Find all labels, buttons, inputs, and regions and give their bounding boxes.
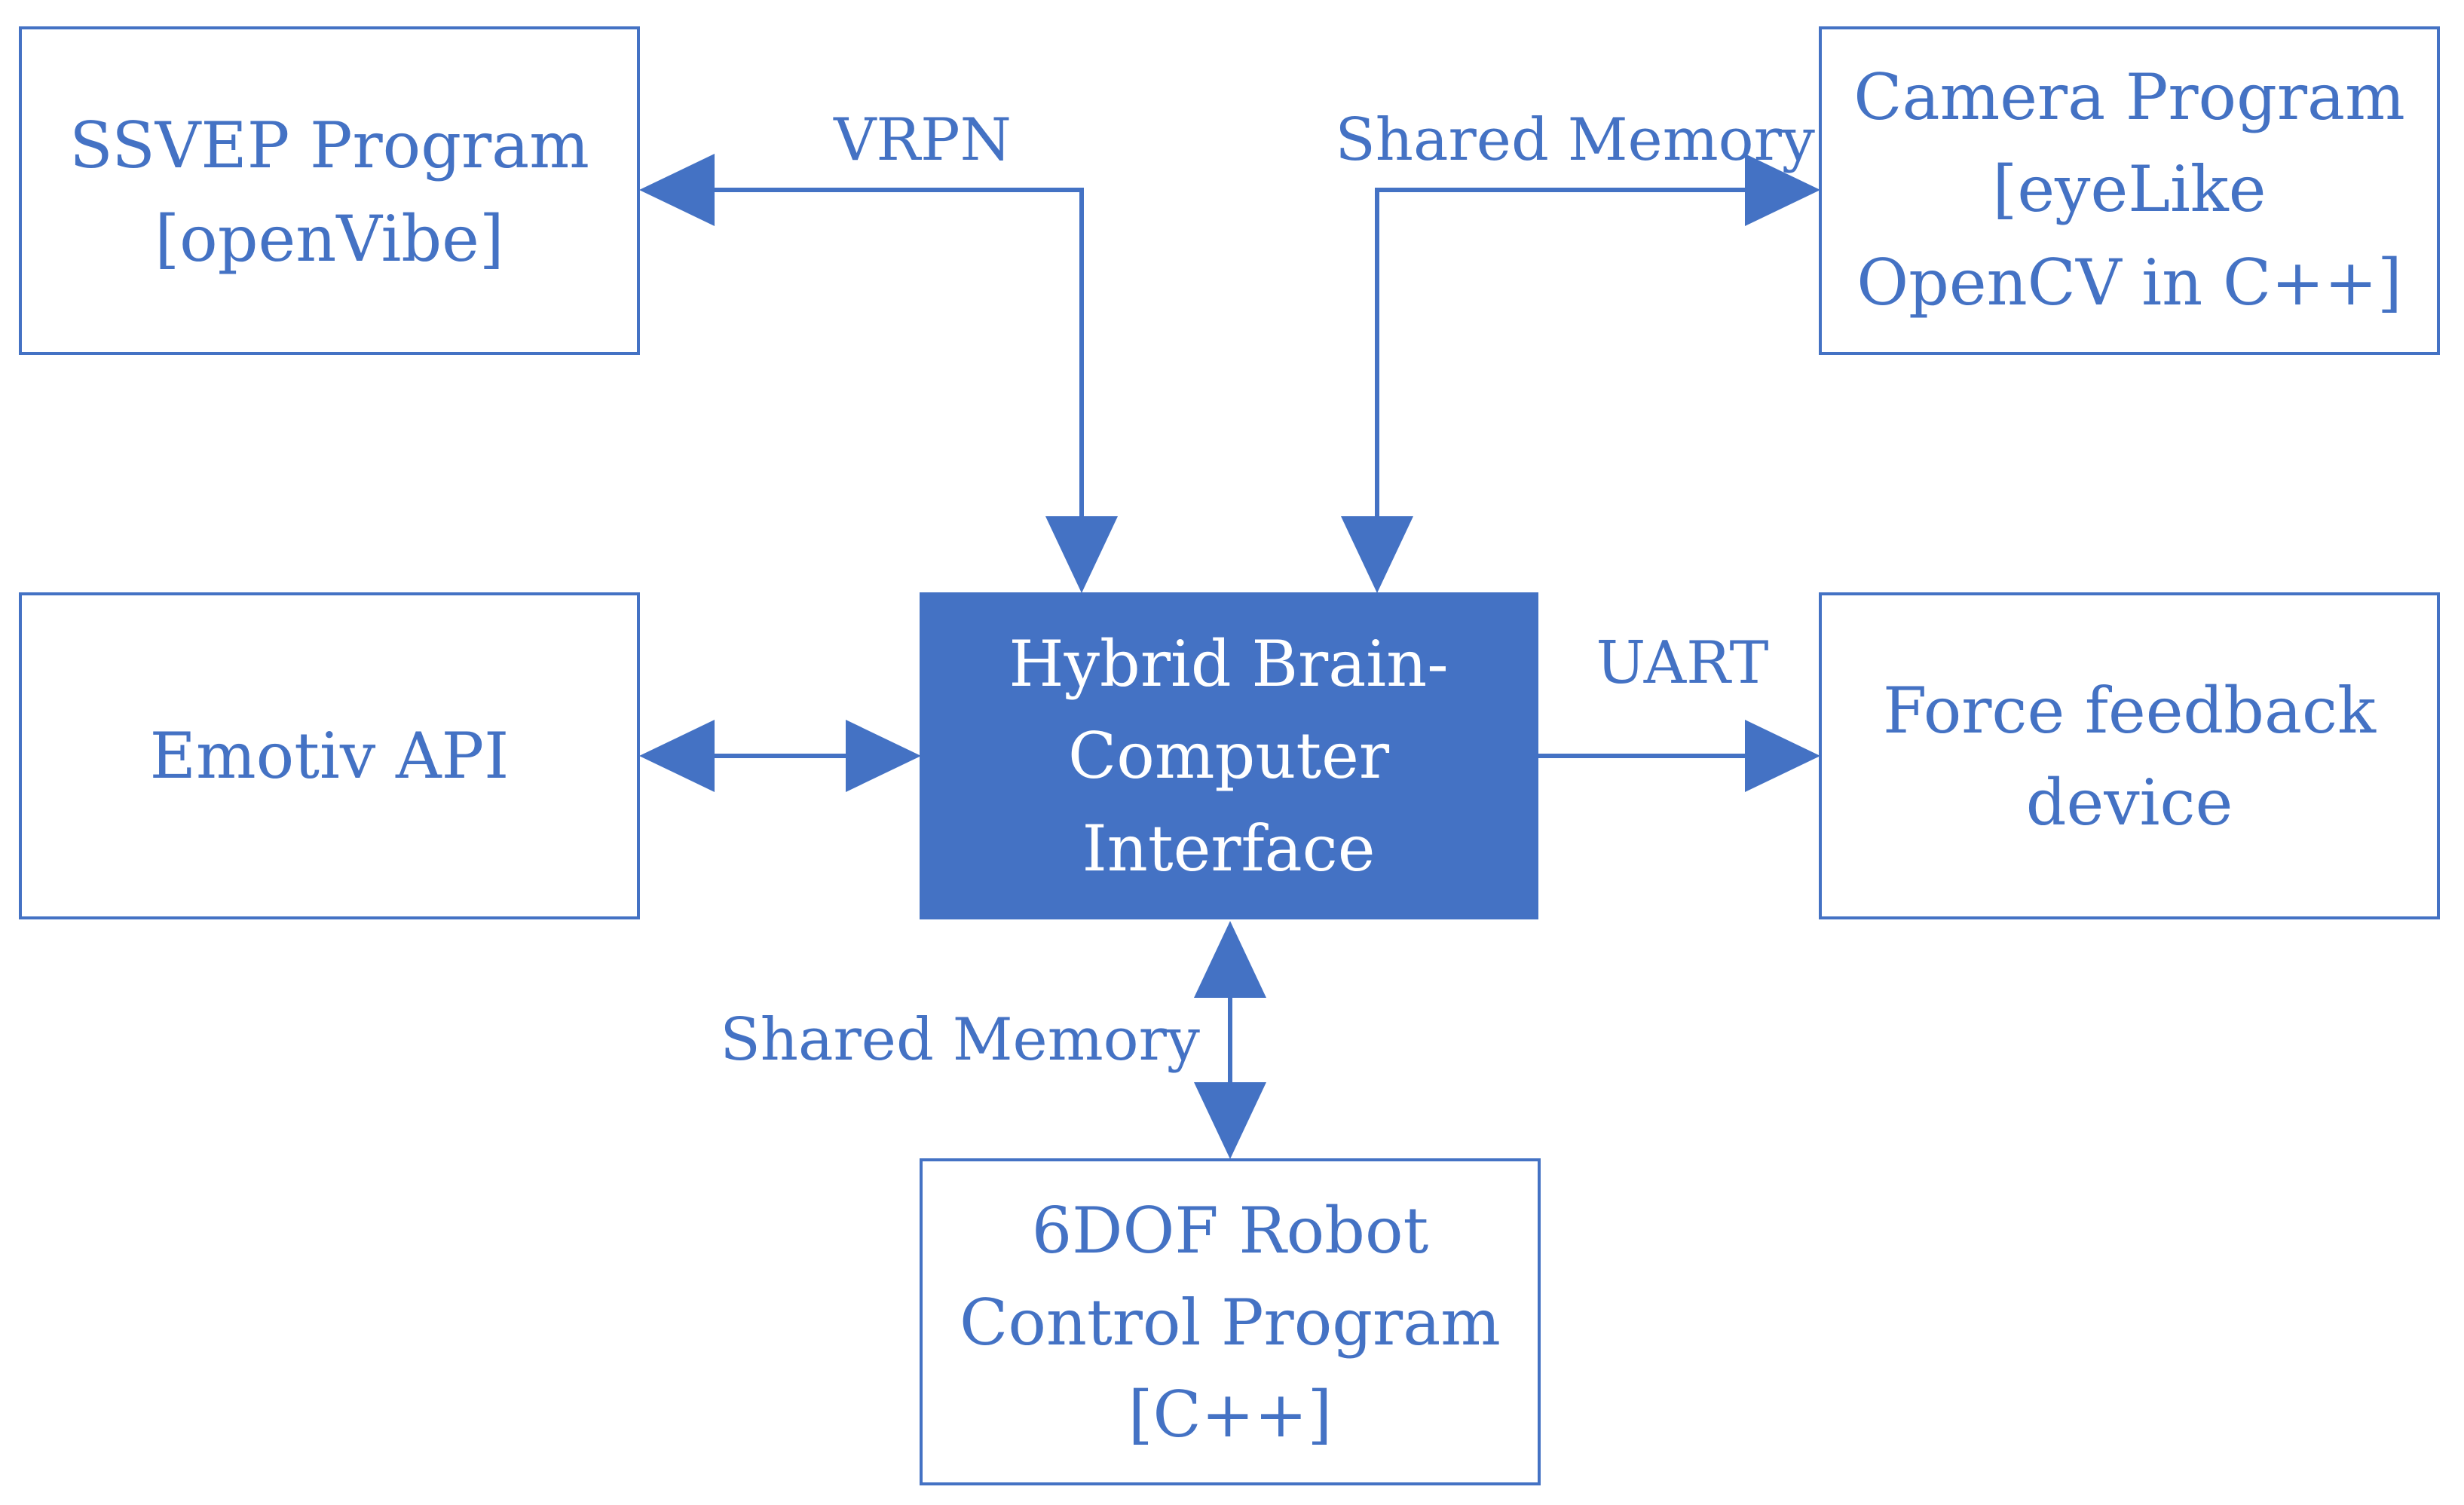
emotiv-label: Emotiv API [150,719,510,793]
ssvep-label-line2: [openVibe] [155,202,504,276]
camera-arrowhead-right [1745,154,1820,226]
camera-label-line2: [eyeLike [1993,152,2267,226]
robot-arrowhead-up [1194,921,1266,998]
vrpn-edge-label: VRPN [833,106,1012,174]
vrpn-arrowhead-down [1045,516,1118,593]
robot-shared-memory-edge-label: Shared Memory [720,1006,1200,1074]
camera-label-line3: OpenCV in C++] [1856,246,2402,320]
force-label-line1: Force feedback [1883,674,2377,748]
hybrid-label-line2: Computer [1068,719,1390,793]
emotiv-arrowhead-left [639,720,715,792]
uart-edge-label: UART [1596,629,1768,697]
robot-label-line2: Control Program [960,1286,1501,1360]
camera-arrowhead-down [1341,516,1413,593]
emotiv-arrowhead-right [846,720,921,792]
camera-shared-memory-edge-label: Shared Memory [1335,106,1815,174]
force-label-line2: device [2026,766,2233,840]
camera-program-box [1819,26,2440,355]
robot-arrowhead-down [1194,1082,1266,1159]
hybrid-label-line1: Hybrid Brain- [1009,627,1448,701]
emotiv-api-box [19,592,640,919]
robot-label-line3: [C++] [1128,1378,1333,1451]
vrpn-connector [686,188,1084,516]
hybrid-label-line3: Interface [1082,812,1376,886]
robot-label-line1: 6DOF Robot [1032,1194,1429,1268]
hybrid-bci-box [920,592,1538,919]
ssvep-label-line1: SSVEP Program [69,109,589,182]
camera-shared-memory-connector [1375,188,1749,516]
uart-arrowhead-right [1745,720,1820,792]
force-feedback-box [1819,592,2440,919]
robot-control-box [920,1158,1541,1485]
camera-label-line1: Camera Program [1853,60,2405,134]
vrpn-arrowhead-left [639,154,715,226]
ssvep-program-box [19,26,640,355]
